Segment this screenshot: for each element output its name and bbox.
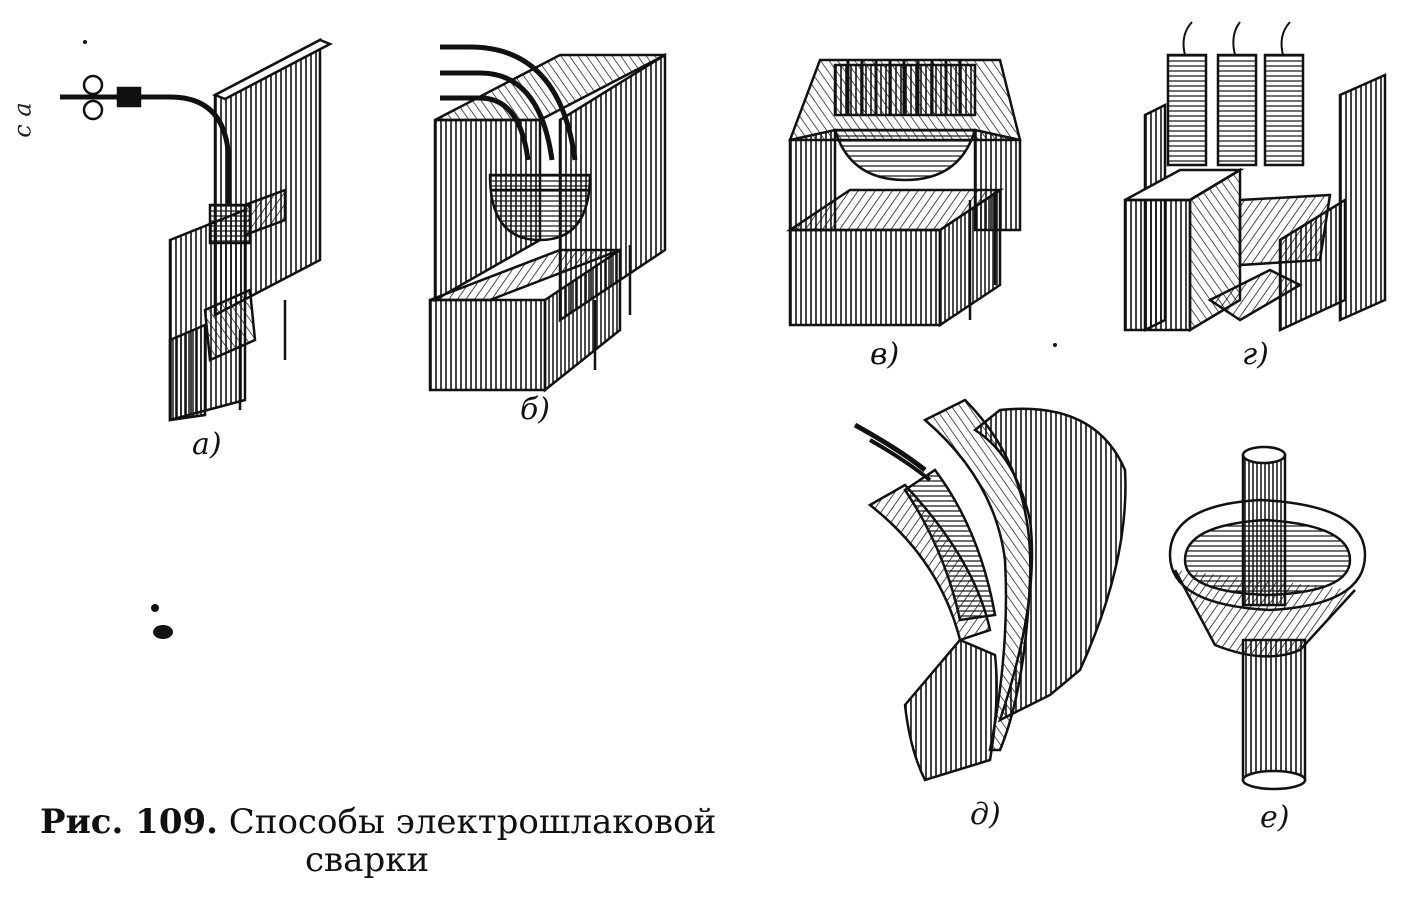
panel-e-drawing <box>1168 445 1367 791</box>
panel-label-d: д) <box>970 797 1001 832</box>
figure-caption-prefix: Рис. 109. <box>40 802 218 842</box>
panel-label-g: г) <box>1242 337 1269 372</box>
panel-label-b: б) <box>520 392 551 427</box>
panel-label-e: е) <box>1260 800 1290 835</box>
panel-label-a: а) <box>192 427 222 462</box>
panel-d-drawing <box>853 398 1127 782</box>
wire-feed-marker: с а <box>8 102 37 138</box>
panel-g-drawing <box>1123 21 1387 333</box>
panel-a-drawing <box>60 37 333 422</box>
scan-specks <box>83 40 1057 639</box>
panel-label-v: в) <box>870 337 900 372</box>
figure-caption-line1: Рис. 109. Способы электрошлаковой <box>40 805 716 839</box>
figure-caption-title: Способы электрошлаковой <box>228 802 717 842</box>
panel-v-drawing <box>785 58 1022 328</box>
panel-b-drawing <box>428 44 667 393</box>
figure-caption-line2: сварки <box>305 840 430 880</box>
